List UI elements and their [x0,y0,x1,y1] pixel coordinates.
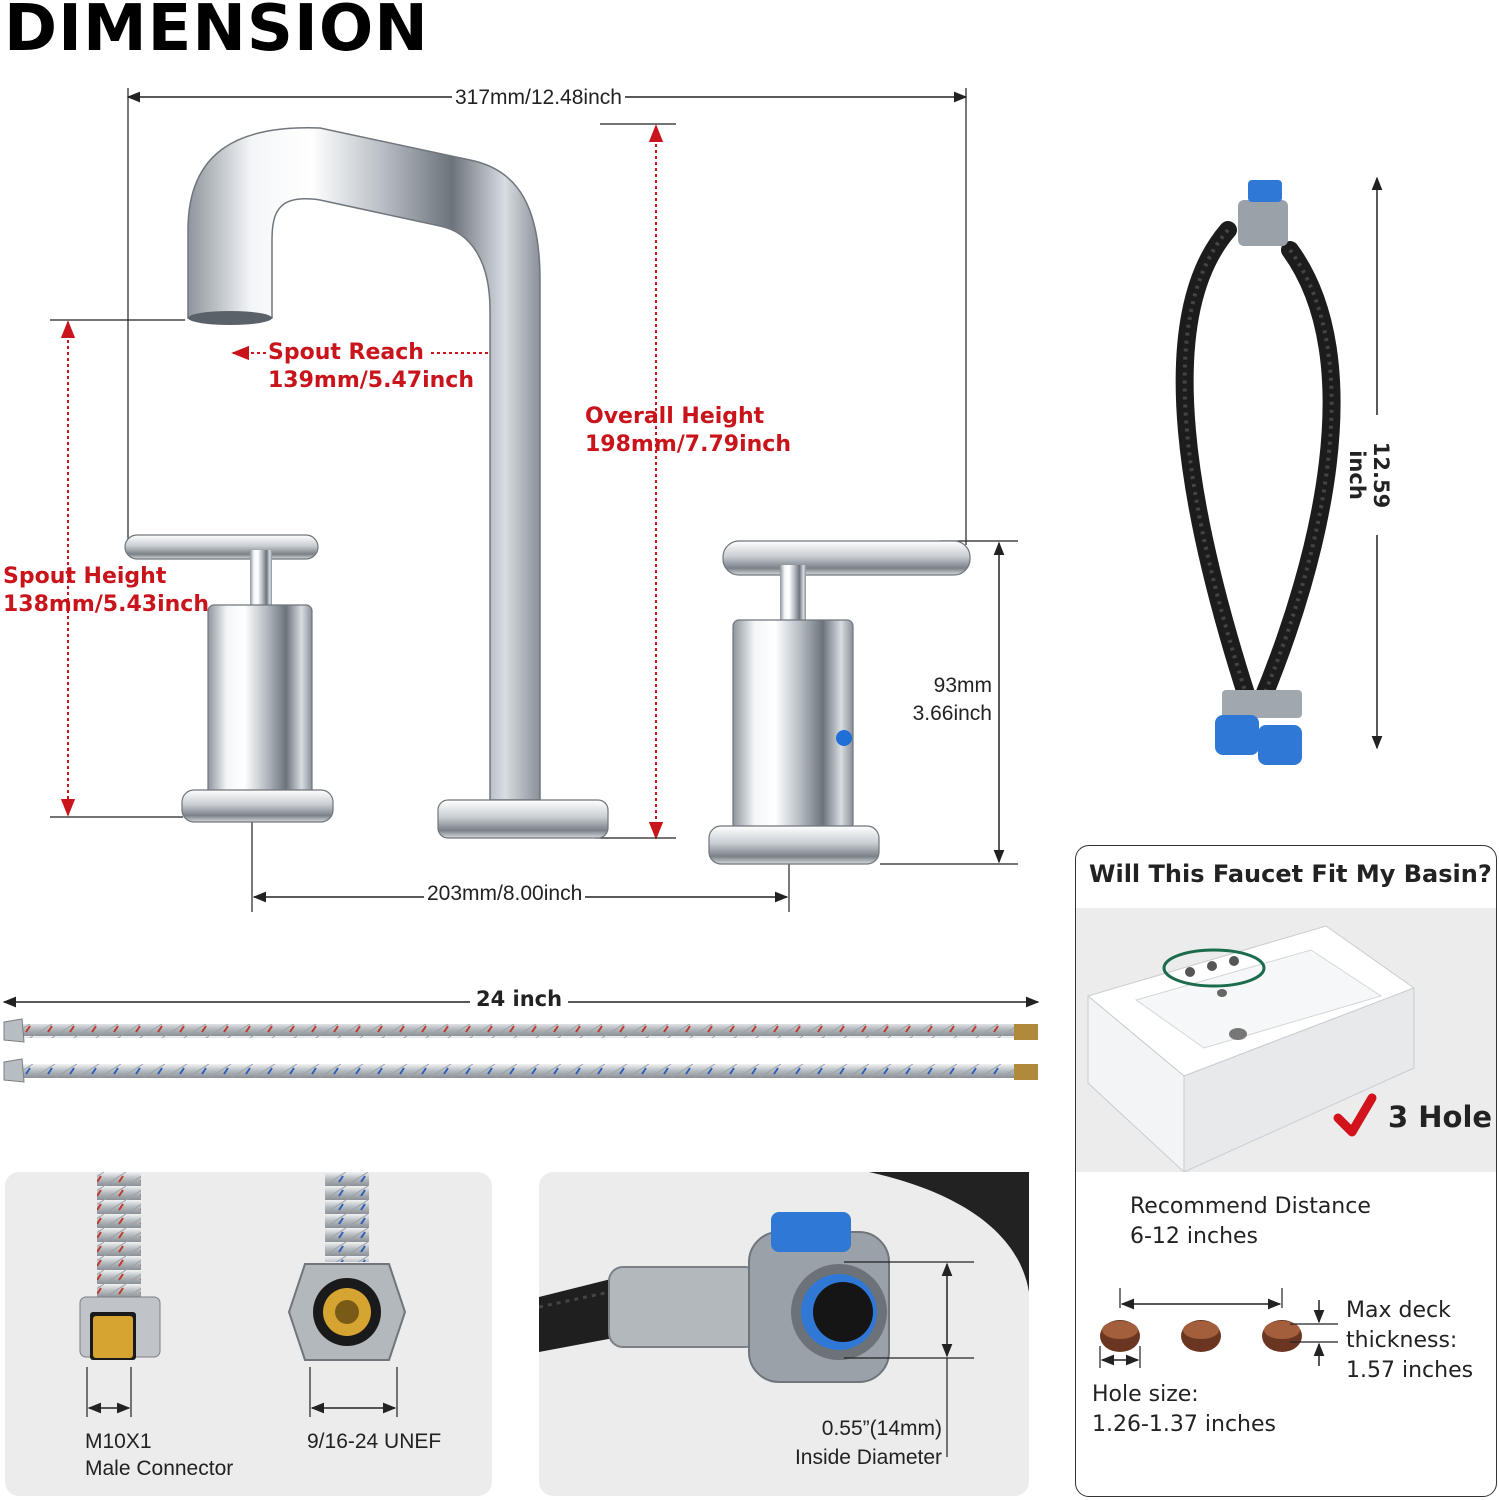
basin-illustration [1086,925,1416,1172]
overall-height-label: Overall Height 198mm/7.79inch [585,403,791,459]
male-connector-label: M10X1 Male Connector [85,1428,233,1482]
y-hose-image [1175,180,1341,765]
inside-diameter-label: 0.55”(14mm) Inside Diameter [765,1414,942,1472]
spout-reach-title: Spout Reach [268,339,428,367]
spout-height-label: Spout Height 138mm/5.43inch [3,563,209,619]
male-connector-type: Male Connector [85,1457,234,1480]
overall-height-value: 198mm/7.79inch [585,432,791,457]
deck-thickness-line2: thickness: [1346,1328,1458,1353]
inside-diameter-panel: 0.55”(14mm) Inside Diameter [539,1172,1029,1496]
hole-diagram [1099,1288,1338,1368]
handle-height-mm: 93mm [933,674,992,697]
deck-thickness-value: 1.57 inches [1346,1358,1474,1383]
supply-hoses-image [3,1018,1038,1083]
handle-height-in: 3.66inch [912,702,992,725]
recommend-distance-title: Recommend Distance [1130,1194,1371,1219]
recommend-distance-value: 6-12 inches [1130,1224,1259,1249]
deck-thickness-label: Max deck thickness: 1.57 inches [1346,1296,1473,1386]
faucet-left-handle [124,534,334,823]
y-hose-length-label: 12.59 inch [1345,415,1393,535]
overall-height-title: Overall Height [585,404,765,429]
handle-height-label: 93mm 3.66inch [896,672,992,728]
connector-panel: M10X1 Male Connector 9/16-24 UNEF [5,1172,492,1496]
basin-fit-title: Will This Faucet Fit My Basin? [1089,860,1492,888]
spout-height-title: Spout Height [3,564,167,589]
hole-size-title: Hole size: [1092,1382,1199,1407]
spout-reach-value: 139mm/5.47inch [268,368,474,393]
overall-width-label: 317mm/12.48inch [452,86,625,110]
inside-diameter-value: 0.55”(14mm) [821,1417,942,1440]
hole-size-value: 1.26-1.37 inches [1092,1412,1276,1437]
unef-label: 9/16-24 UNEF [307,1430,442,1453]
faucet-spout [187,127,609,839]
inside-diameter-text: Inside Diameter [794,1446,942,1469]
hole-size-label: Hole size: 1.26-1.37 inches [1092,1380,1276,1440]
basin-fit-panel: Will This Faucet Fit My Basin? 3 Hole Re… [1075,845,1497,1497]
page-title: DIMENSION [4,0,429,66]
recommend-distance-label: Recommend Distance 6-12 inches [1130,1192,1371,1252]
hole-count-label: 3 Hole [1388,1100,1493,1134]
basin-image-area: 3 Hole [1076,908,1496,1172]
connector-illustration [79,1172,407,1417]
faucet-right-handle [708,540,971,865]
center-spread-label: 203mm/8.00inch [424,882,586,906]
deck-thickness-line1: Max deck [1346,1298,1451,1323]
spout-reach-label: Spout Reach 139mm/5.47inch [268,339,474,395]
male-connector-size: M10X1 [85,1430,152,1453]
spout-height-value: 138mm/5.43inch [3,592,209,617]
inside-diameter-illustration [539,1172,1029,1457]
supply-hose-length-label: 24 inch [470,987,569,1011]
